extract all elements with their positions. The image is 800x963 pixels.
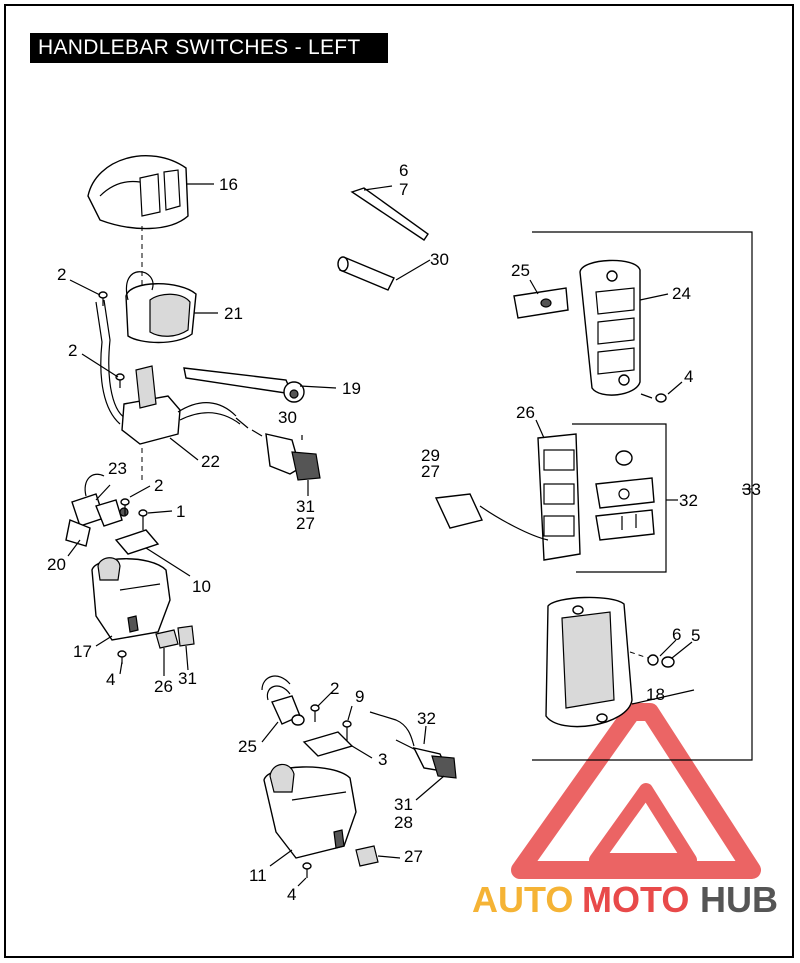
callout-7: 6 xyxy=(399,161,408,180)
callout-1: 1 xyxy=(176,502,185,521)
part-30-connector-upper xyxy=(235,417,321,481)
part-21-circuit-board xyxy=(434,433,581,561)
part-9-plate xyxy=(302,731,354,757)
callout-6: 6 xyxy=(672,625,681,644)
watermark-moto: MOTO xyxy=(582,879,689,920)
diagram-frame xyxy=(4,4,794,958)
callout-4: 4 xyxy=(287,885,296,904)
part-32-switch-buttons xyxy=(595,450,655,541)
part-10-plate xyxy=(114,529,160,555)
callout-22: 25 xyxy=(511,261,530,280)
part-23-switch xyxy=(261,675,305,726)
watermark-logo xyxy=(511,703,761,879)
part-22-button xyxy=(513,287,569,319)
callout-2: 2 xyxy=(154,476,163,495)
callout-5: 5 xyxy=(691,626,700,645)
callout-31: 27 xyxy=(296,514,315,533)
callout-27: 31 xyxy=(394,795,413,814)
group-brackets xyxy=(532,231,753,761)
callout-30: 30 xyxy=(278,408,297,427)
callout-17: 21 xyxy=(224,304,243,323)
callout-24: 26 xyxy=(154,677,173,696)
callout-9: 9 xyxy=(355,687,364,706)
diagram-title: HANDLEBAR SWITCHES - LEFT xyxy=(30,33,388,63)
callout-32: 32 xyxy=(679,491,698,510)
callout-26: 31 xyxy=(178,669,197,688)
callout-16: 20 xyxy=(47,555,66,574)
screws xyxy=(98,291,667,878)
part-11-lower-housing xyxy=(263,763,357,859)
callout-4: 4 xyxy=(106,670,115,689)
part-20-cover xyxy=(579,259,641,396)
callout-4: 4 xyxy=(684,367,693,386)
part-24-26-buttons xyxy=(155,625,195,649)
callout-12: 16 xyxy=(219,175,238,194)
part-12-housing-cover xyxy=(87,155,189,230)
callout-labels: 16 6 7 30 25 24 2 21 2 19 4 30 26 29 27 … xyxy=(47,161,761,904)
callout-3: 3 xyxy=(378,750,387,769)
callout-25: 27 xyxy=(404,847,423,866)
part-19-16-switch-wires xyxy=(65,473,129,547)
part-14-lower-cover xyxy=(545,596,675,728)
part-15-lever xyxy=(183,367,305,403)
callout-33: 33 xyxy=(742,480,761,499)
callout-27: 29 xyxy=(421,446,440,465)
part-18-switch-housing xyxy=(121,365,241,480)
watermark-auto: AUTO xyxy=(472,879,573,920)
callout-15: 19 xyxy=(342,379,361,398)
callout-18: 22 xyxy=(201,452,220,471)
callout-28: 30 xyxy=(430,250,449,269)
callout-31: 28 xyxy=(394,813,413,832)
leader-lines xyxy=(67,183,695,887)
callout-19: 23 xyxy=(108,459,127,478)
callout-27: 31 xyxy=(296,497,315,516)
callout-2: 2 xyxy=(330,679,339,698)
callout-11: 11 xyxy=(249,866,267,885)
callout-23: 25 xyxy=(238,737,257,756)
callout-13: 17 xyxy=(73,642,92,661)
part-28-tube xyxy=(337,256,395,291)
callout-8: 7 xyxy=(399,180,408,199)
part-7-8-strap xyxy=(350,187,429,241)
callout-10: 10 xyxy=(192,577,211,596)
callout-2: 2 xyxy=(57,265,66,284)
callout-14: 18 xyxy=(646,685,665,704)
callout-20: 24 xyxy=(672,284,691,303)
callout-2: 2 xyxy=(68,341,77,360)
part-13-lower-housing xyxy=(91,557,171,641)
watermark-hub: HUB xyxy=(700,879,778,920)
callout-30: 32 xyxy=(417,709,436,728)
part-25-button xyxy=(355,845,379,867)
watermark-text: AUTO MOTO HUB xyxy=(472,879,778,920)
callout-21: 26 xyxy=(516,403,535,422)
part-30-connector-lower xyxy=(369,711,457,779)
callout-29: 27 xyxy=(421,462,440,481)
